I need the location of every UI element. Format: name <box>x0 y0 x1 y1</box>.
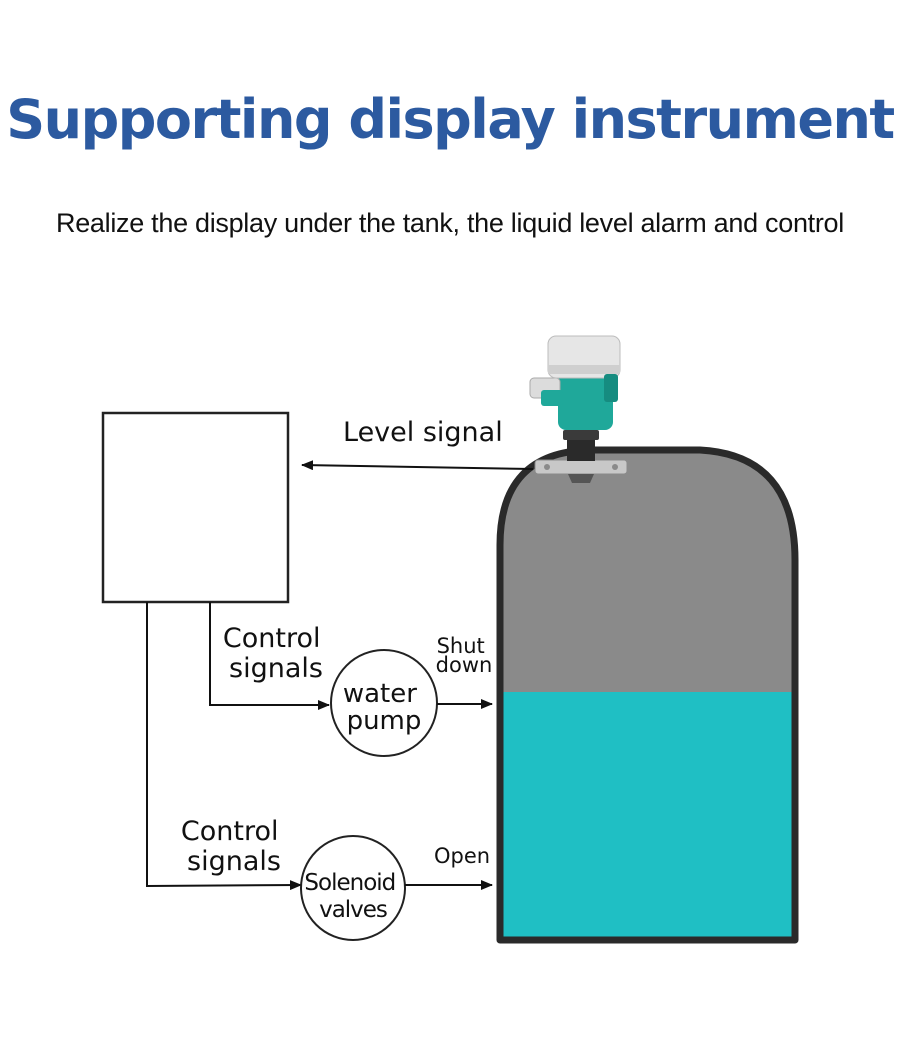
shut-down-label: Shut down <box>436 634 493 677</box>
solenoid-valves-circle <box>300 835 406 941</box>
page-subtitle: Realize the display under the tank, the … <box>56 208 844 238</box>
control-signals-top-line2: signals <box>229 653 323 684</box>
radar-level-sensor <box>529 335 628 483</box>
sensor-neck <box>567 438 595 461</box>
water-pump-label: water pump <box>343 679 425 736</box>
water-pump-line2: pump <box>347 706 422 736</box>
storage-tank <box>496 446 799 944</box>
solenoid-valves-line1: Solenoid <box>304 870 395 896</box>
display-instrument-box <box>101 411 290 604</box>
solenoid-valves-label: Solenoid valves <box>304 870 401 923</box>
tank-outline <box>496 446 799 944</box>
tank-empty-space <box>500 450 795 695</box>
shut-down-line1: Shut <box>437 634 485 658</box>
control-signals-top-label: Control signals <box>223 623 329 684</box>
level-signal-label: Level signal <box>343 417 503 448</box>
sensor-housing <box>558 372 613 430</box>
shut-down-line2: down <box>436 653 493 677</box>
control-signals-bottom-label: Control signals <box>181 816 287 877</box>
control-signals-bottom-line2: signals <box>187 846 281 877</box>
water-pump-line1: water <box>343 679 417 709</box>
control-signals-top-line1: Control <box>223 623 321 654</box>
pump-control-line <box>209 602 330 710</box>
tank-liquid <box>500 692 795 940</box>
valve-control-line <box>146 602 302 891</box>
control-signals-bottom-line1: Control <box>181 816 279 847</box>
page-title: Supporting display instrument <box>6 88 895 151</box>
solenoid-valves-line2: valves <box>319 897 387 923</box>
level-signal-arrow <box>301 460 534 471</box>
open-label: Open <box>434 844 490 868</box>
